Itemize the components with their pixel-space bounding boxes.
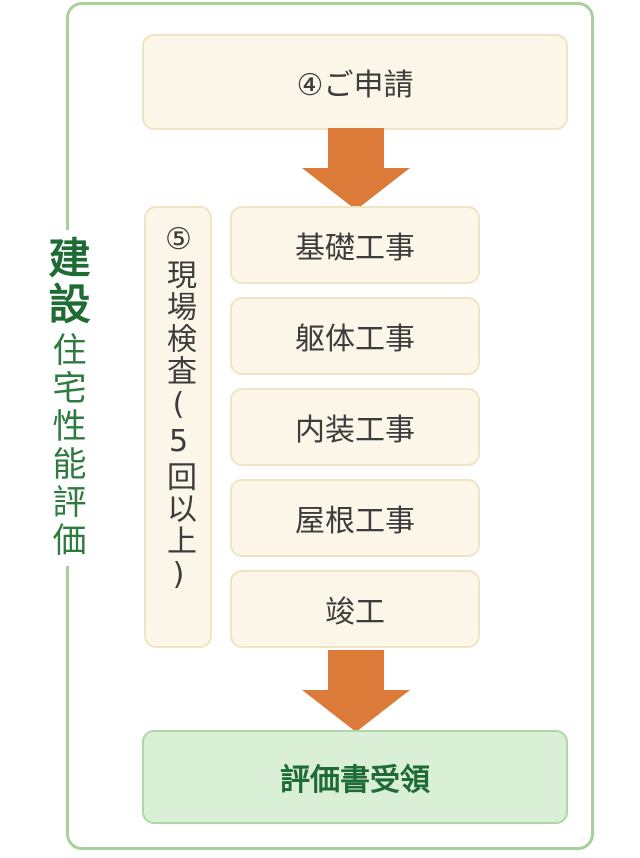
down-arrow-shape <box>302 128 410 210</box>
work-step-completion: 竣工 <box>230 570 480 648</box>
work-step-label: 内装工事 <box>295 413 415 448</box>
work-step-interior: 内装工事 <box>230 388 480 466</box>
work-step-label: 屋根工事 <box>295 504 415 539</box>
step-report-receipt-label: 評価書受領 <box>280 763 430 798</box>
step-report-receipt: 評価書受領 <box>142 730 568 824</box>
step-apply: ④ご申請 <box>142 34 568 130</box>
work-step-foundation: 基礎工事 <box>230 206 480 284</box>
work-step-frame: 躯体工事 <box>230 297 480 375</box>
down-arrow-shape <box>302 650 410 732</box>
down-arrow-icon <box>302 128 410 210</box>
work-step-label: 基礎工事 <box>295 231 415 266</box>
work-step-roof: 屋根工事 <box>230 479 480 557</box>
work-step-label: 竣工 <box>325 595 385 630</box>
step-inspection: ⑤現場検査(5回以上) <box>144 206 212 648</box>
side-title-normal: 住宅性能評価 <box>46 332 86 560</box>
step-inspection-label: ⑤現場検査(5回以上) <box>161 222 196 594</box>
side-title-bold: 建設 <box>42 236 91 328</box>
work-step-label: 躯体工事 <box>295 322 415 357</box>
down-arrow-icon <box>302 650 410 732</box>
step-apply-label: ④ご申請 <box>296 68 414 103</box>
side-title: 建設 住宅性能評価 <box>38 230 94 566</box>
